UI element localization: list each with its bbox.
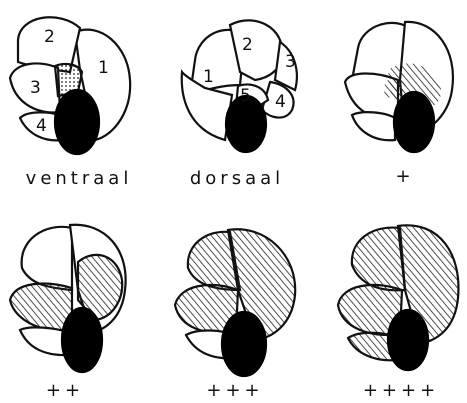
chamber-number: 1 (203, 67, 214, 87)
shell-plus-2 (10, 225, 126, 372)
label-dorsal: dorsaal (162, 168, 312, 189)
shell-plus-4 (338, 225, 458, 370)
chamber-number: 2 (44, 27, 55, 47)
label-ventral: ventraal (4, 168, 154, 189)
label-plus-3: +++ (160, 380, 310, 401)
chamber-number: 3 (285, 52, 296, 72)
label-plus-2: ++ (0, 380, 140, 401)
chamber-number: 2 (242, 35, 253, 55)
chamber-number: 4 (36, 116, 47, 136)
shell-ventral (10, 17, 130, 154)
chamber-number: 5 (240, 86, 251, 106)
chamber-number: 4 (275, 92, 286, 112)
chamber-number: 3 (30, 78, 41, 98)
chamber-number: 1 (98, 58, 109, 78)
label-plus-4: ++++ (326, 380, 467, 401)
label-plus-1: + (330, 166, 467, 187)
shell-plus-3 (175, 229, 295, 376)
shell-plus-1 (345, 22, 453, 152)
